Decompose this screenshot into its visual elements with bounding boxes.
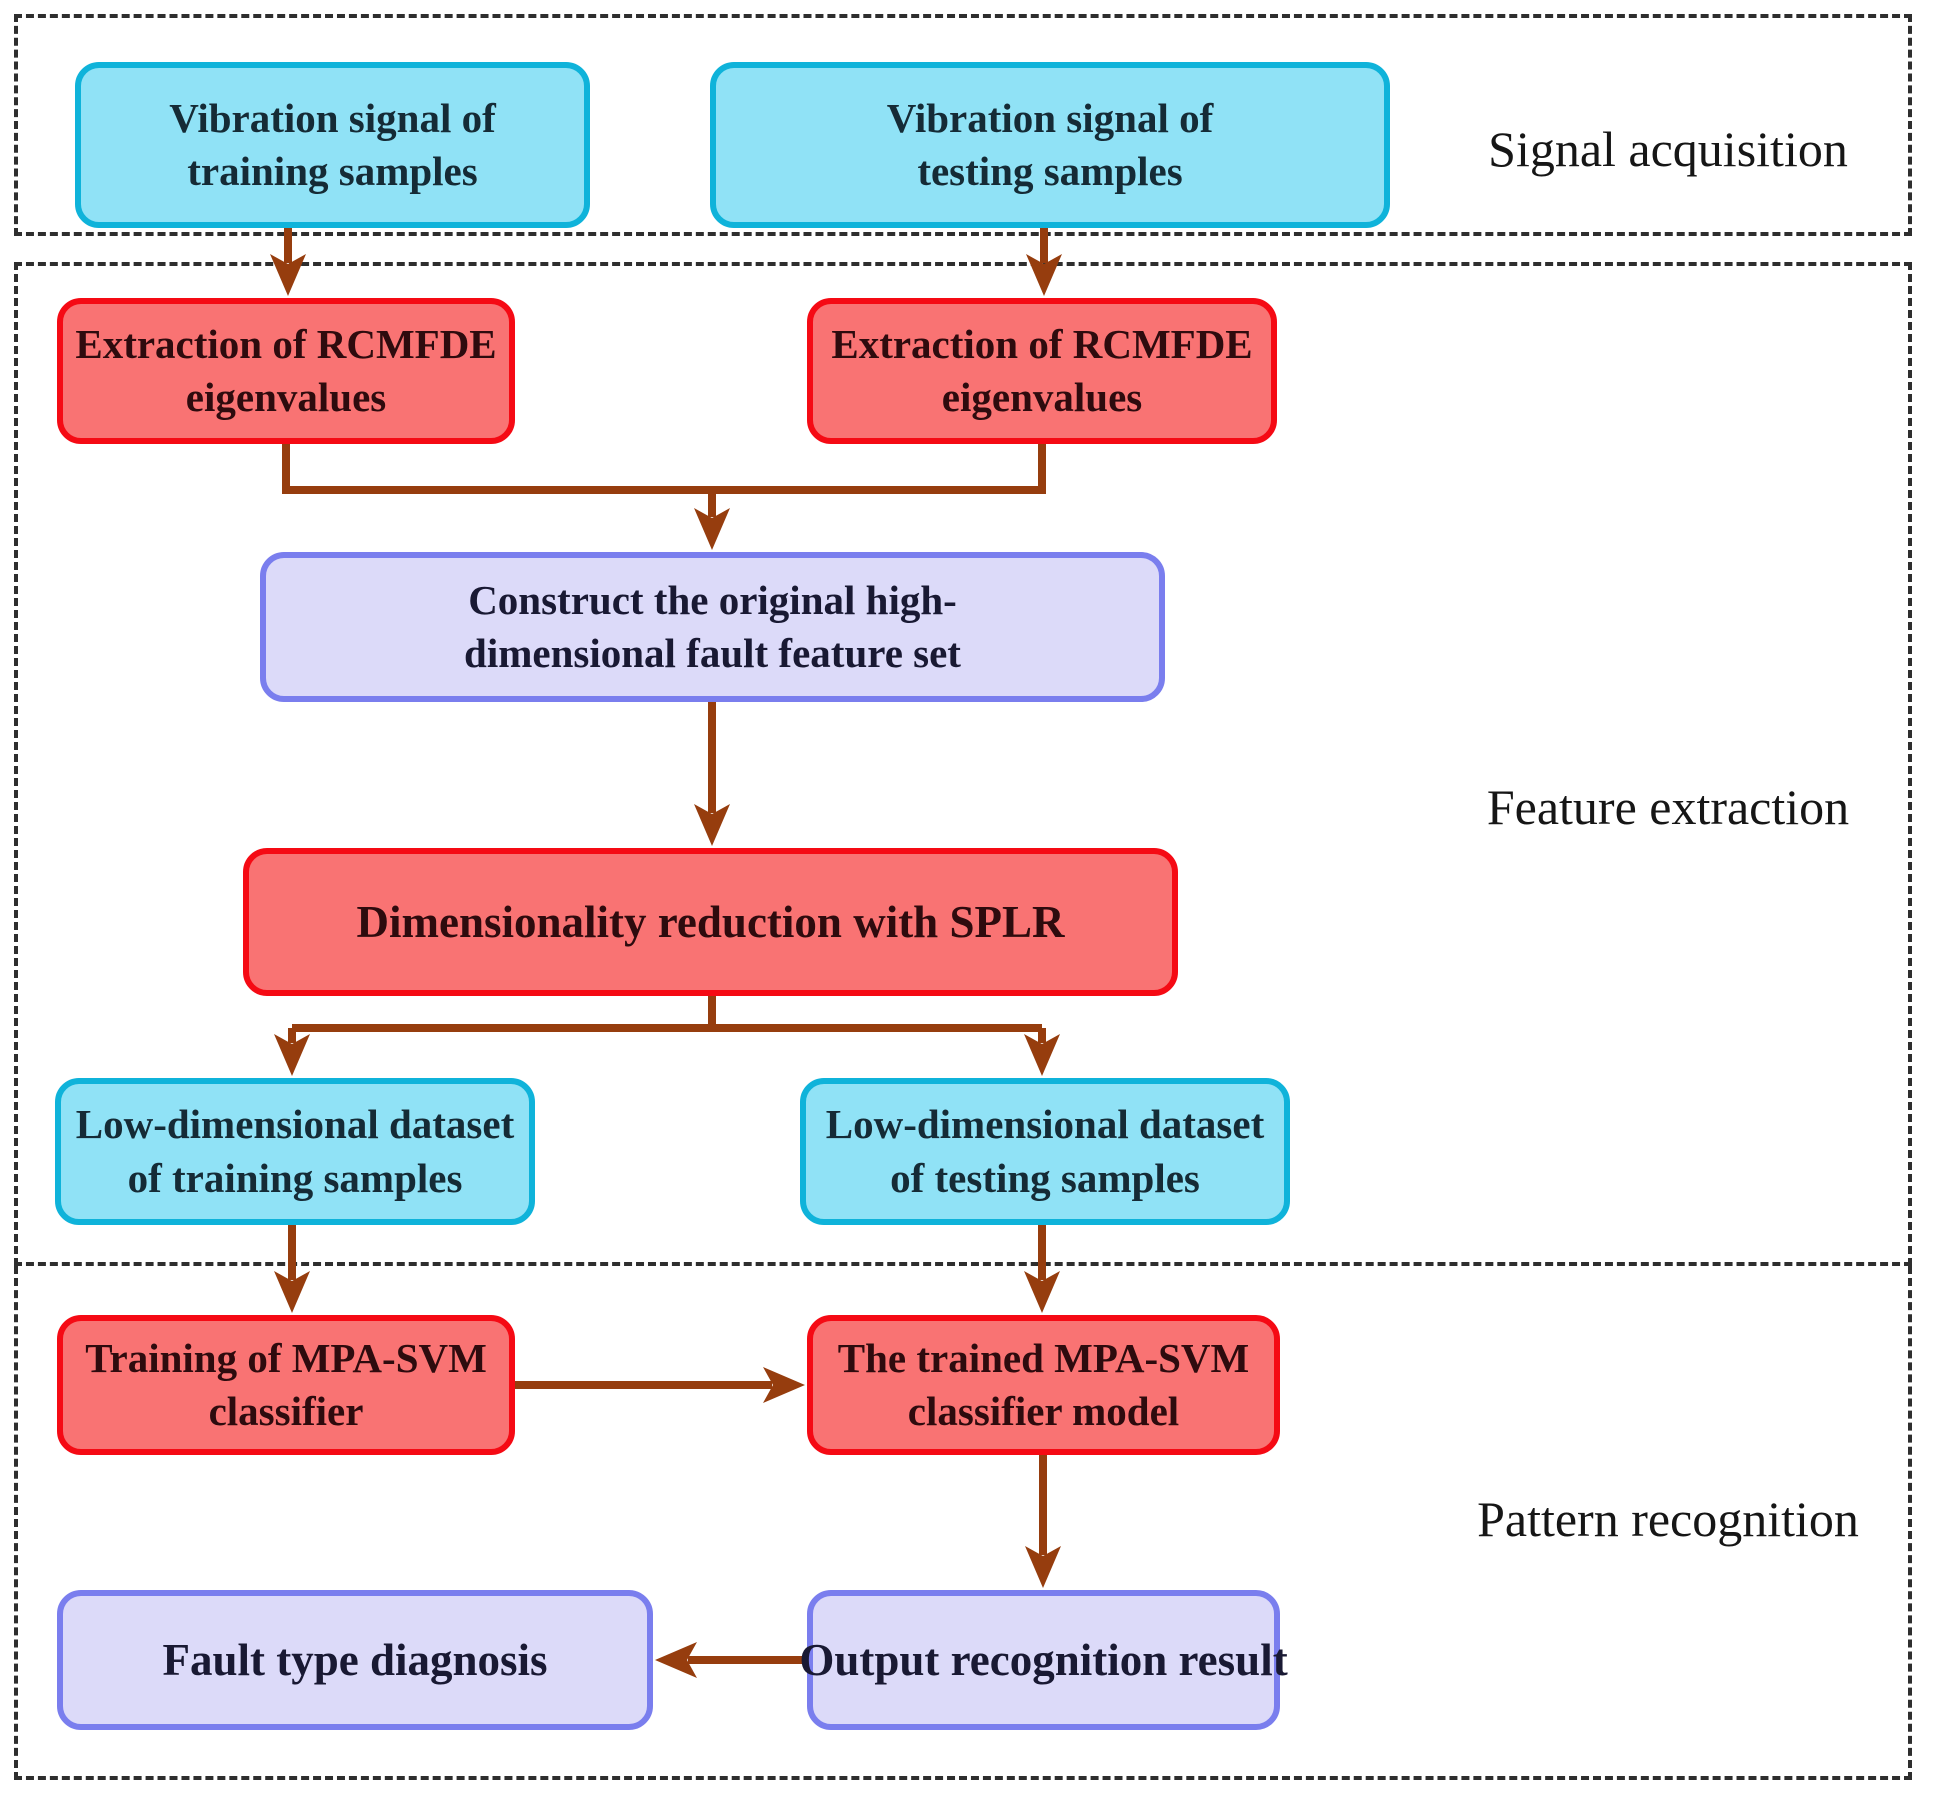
box-text-line: Extraction of RCMFDE: [831, 320, 1253, 367]
box-construct-feature-set: Construct the original high- dimensional…: [260, 552, 1165, 702]
box-trained-mpa-svm-model: The trained MPA-SVM classifier model: [807, 1315, 1280, 1455]
box-text-line: Dimensionality reduction with SPLR: [356, 896, 1065, 947]
box-output-recognition-result: Output recognition result: [799, 1590, 1288, 1730]
box-vibration-signal-training: Vibration signal of training samples: [75, 62, 590, 228]
box-rcmfde-extraction-training: Extraction of RCMFDE eigenvalues: [57, 298, 515, 444]
box-text-line: of training samples: [127, 1154, 463, 1201]
box-rcmfde-extraction-testing: Extraction of RCMFDE eigenvalues: [807, 298, 1277, 444]
section-label-pattern-recognition: Pattern recognition: [1477, 1491, 1859, 1547]
section-pattern-recognition: [14, 1266, 1912, 1780]
section-label-signal-acquisition: Signal acquisition: [1488, 121, 1848, 177]
section-signal-acquisition: [14, 14, 1912, 236]
box-training-mpa-svm: Training of MPA-SVM classifier: [57, 1315, 515, 1455]
box-vibration-signal-testing: Vibration signal of testing samples: [710, 62, 1390, 228]
box-text-line: eigenvalues: [185, 374, 387, 420]
box-splr-dimensionality-reduction: Dimensionality reduction with SPLR: [243, 848, 1178, 996]
box-text-line: Low-dimensional dataset: [75, 1101, 515, 1148]
box-text-line: eigenvalues: [941, 374, 1143, 420]
box-text-line: dimensional fault feature set: [464, 630, 961, 676]
box-text-line: Output recognition result: [799, 1634, 1288, 1685]
box-text-line: The trained MPA-SVM: [837, 1334, 1250, 1381]
box-text-line: Vibration signal of: [886, 94, 1214, 141]
section-feature-extraction: [14, 262, 1912, 1266]
box-text-line: of testing samples: [890, 1154, 1200, 1201]
box-lowdim-dataset-testing: Low-dimensional dataset of testing sampl…: [800, 1078, 1290, 1225]
box-text-line: training samples: [187, 148, 478, 194]
box-text-line: classifier: [208, 1388, 364, 1434]
box-text-line: Training of MPA-SVM: [85, 1334, 487, 1381]
box-text-line: Vibration signal of: [169, 94, 496, 141]
box-text-line: Extraction of RCMFDE: [75, 320, 497, 367]
box-text-line: Low-dimensional dataset: [825, 1101, 1265, 1148]
box-text-line: testing samples: [917, 148, 1183, 194]
box-text-line: classifier model: [907, 1388, 1180, 1434]
box-fault-type-diagnosis: Fault type diagnosis: [57, 1590, 653, 1730]
box-lowdim-dataset-training: Low-dimensional dataset of training samp…: [55, 1078, 535, 1225]
section-label-feature-extraction: Feature extraction: [1486, 779, 1850, 835]
box-text-line: Construct the original high-: [468, 576, 957, 623]
box-text-line: Fault type diagnosis: [162, 1634, 548, 1685]
